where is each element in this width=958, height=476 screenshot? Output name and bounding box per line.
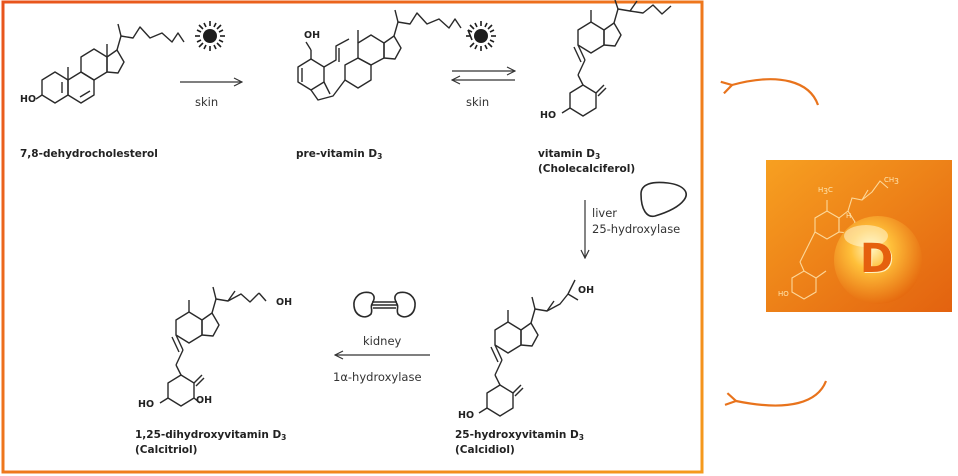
atom-oh: OH xyxy=(304,30,321,41)
kidney-icon xyxy=(353,291,416,318)
step-kidney-label: kidney xyxy=(363,334,402,348)
curved-arrow-icon xyxy=(732,78,820,106)
compound-label-pre-vitamin-d3: pre-vitamin D3 xyxy=(296,148,383,161)
step-enzyme-label: 1α-hydroxylase xyxy=(333,370,422,384)
atom-ho: HO xyxy=(458,410,475,421)
compound-label-7-8-dehydrocholesterol: 7,8-dehydrocholesterol xyxy=(20,148,158,160)
molecule-1-25-dihydroxyvitamin-d3 xyxy=(159,286,267,407)
curved-arrow-icon xyxy=(736,380,828,407)
atom-oh: OH xyxy=(578,285,595,296)
atom-ho: HO xyxy=(540,110,557,121)
molecule-7-8-dehydrocholesterol xyxy=(35,23,185,104)
compound-label-25-hydroxyvitamin-d3: 25-hydroxyvitamin D3 (Calcidiol) xyxy=(455,429,584,456)
atom-oh: OH xyxy=(196,395,213,406)
step-enzyme-label: 25-hydroxylase xyxy=(592,222,681,236)
molecule-vitamin-d3 xyxy=(561,0,672,117)
compound-label-vitamin-d3: vitamin D3 (Cholecalciferol) xyxy=(538,148,636,175)
step-skin-label: skin xyxy=(466,95,490,109)
molecule-pre-vitamin-d3 xyxy=(297,9,462,101)
sun-icon xyxy=(466,21,496,51)
compound-label-1-25-dihydroxyvitamin-d3: 1,25-dihydroxyvitamin D3 (Calcitriol) xyxy=(135,429,287,456)
sun-icon xyxy=(195,21,225,51)
step-skin-label: skin xyxy=(195,95,219,109)
vitamin-d-badge xyxy=(766,160,952,312)
badge-ch3-label: CH3 xyxy=(884,176,899,186)
atom-oh: OH xyxy=(276,297,293,308)
atom-ho: HO xyxy=(138,399,155,410)
badge-h-label: H xyxy=(846,212,852,220)
badge-h3c-label: H3C xyxy=(818,186,833,196)
badge-ho-label: HO xyxy=(778,290,789,298)
reaction-arrows xyxy=(180,71,585,355)
badge-letter: D xyxy=(860,236,894,282)
liver-icon xyxy=(640,181,687,218)
molecule-25-hydroxyvitamin-d3 xyxy=(478,279,579,417)
step-liver-label: liver xyxy=(592,206,617,220)
atom-ho: HO xyxy=(20,94,37,105)
